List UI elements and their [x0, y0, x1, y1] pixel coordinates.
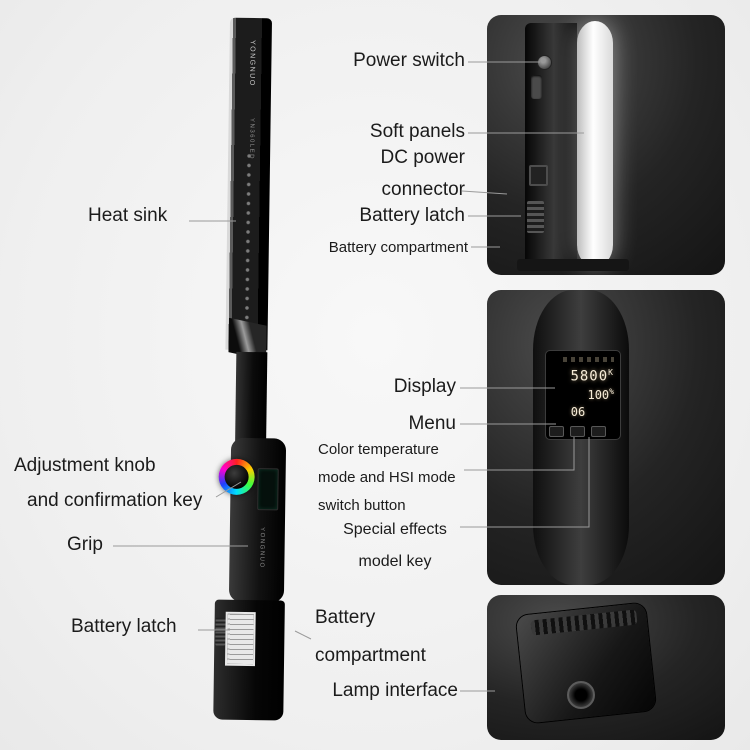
power-switch-detail: [537, 55, 552, 70]
confirmation-key: [224, 464, 249, 489]
callout-grip: Grip: [67, 534, 103, 555]
callout-dc-power-line2: connector: [381, 179, 465, 200]
callout-power-switch: Power switch: [353, 50, 465, 71]
battery-latch-detail: [215, 617, 226, 646]
battery-compartment-detail: [517, 259, 629, 271]
menu-button: [549, 426, 564, 437]
display-status-icons: [563, 357, 614, 362]
display-mode: 06: [570, 404, 586, 419]
display-brightness: 100%: [587, 386, 614, 402]
callout-battery-compartment-top: Battery compartment: [328, 239, 468, 256]
callout-battery-latch-top: Battery latch: [359, 205, 465, 226]
callout-battery-compartment-bottom-line2: compartment: [315, 645, 426, 666]
grip-mini-display: [257, 468, 279, 511]
callout-heat-sink: Heat sink: [88, 205, 168, 226]
menu-button-row: [549, 426, 611, 437]
callout-battery-compartment-bottom-line1: Battery: [315, 607, 376, 628]
callout-special-effects-line1: Special effects: [343, 521, 447, 538]
stick-neck: [235, 351, 268, 445]
grip-brand-text: YONGNUO: [258, 527, 265, 569]
callout-special-effects-line2: model key: [358, 553, 432, 570]
inset-bottom-view: [487, 595, 725, 740]
special-effects-button: [591, 426, 606, 437]
brand-text-vertical: YONGNUO: [248, 39, 256, 87]
display-color-temp: 5800K: [570, 368, 614, 385]
display-screen: 5800K 100% 06: [545, 350, 621, 440]
callout-adjustment-knob-line1: Adjustment knob: [14, 455, 156, 476]
spec-label-sticker: [224, 611, 256, 667]
callout-ct-hsi-line2: mode and HSI mode: [318, 469, 456, 486]
soft-panel-diffuser: [577, 21, 613, 267]
callout-menu: Menu: [408, 413, 456, 434]
dc-power-connector-detail: [529, 165, 548, 186]
callout-soft-panels: Soft panels: [369, 121, 465, 142]
lamp-interface-mount: [567, 681, 595, 709]
callout-ct-hsi-line3: switch button: [318, 497, 406, 514]
callout-lamp-interface: Lamp interface: [332, 680, 458, 701]
callout-ct-hsi-line1: Color temperature: [318, 441, 439, 458]
power-switch-slider: [531, 75, 542, 99]
callout-battery-latch-bottom: Battery latch: [71, 616, 177, 637]
inset-top-side-view: [487, 15, 725, 275]
callout-dc-power-line1: DC power: [380, 147, 465, 168]
battery-latch-detail-top: [527, 201, 544, 233]
callout-adjustment-knob-line2: and confirmation key: [27, 490, 203, 511]
mode-switch-button: [570, 426, 585, 437]
callout-display: Display: [393, 376, 456, 397]
